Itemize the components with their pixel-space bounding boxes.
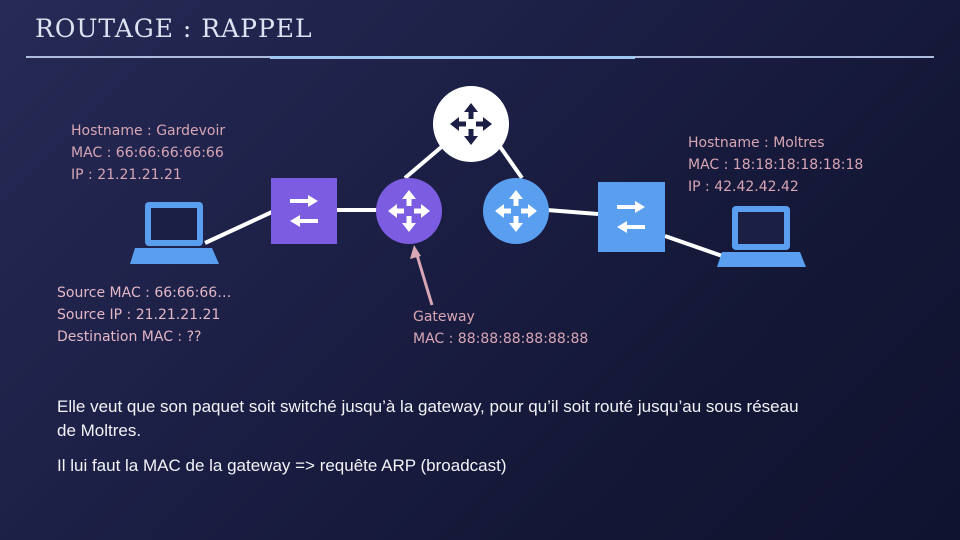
gateway-pointer-arrowhead xyxy=(410,245,421,259)
packet-info: Source MAC : 66:66:66… Source IP : 21.21… xyxy=(57,282,231,348)
laptop-icon xyxy=(717,206,806,267)
gardevoir-hostname: Hostname : Gardevoir xyxy=(71,123,226,139)
title-underline-accent xyxy=(270,56,635,59)
router-icon xyxy=(433,86,509,162)
host-moltres-label: Hostname : Moltres MAC : 18:18:18:18:18:… xyxy=(688,132,863,198)
packet-source-mac: Source MAC : 66:66:66… xyxy=(57,285,232,301)
moltres-hostname: Hostname : Moltres xyxy=(688,135,825,151)
router-icon xyxy=(376,178,442,244)
packet-destination-mac: Destination MAC : ?? xyxy=(57,329,202,345)
gateway-mac: MAC : 88:88:88:88:88:88 xyxy=(413,331,589,347)
moltres-mac: MAC : 18:18:18:18:18:18 xyxy=(688,157,864,173)
moltres-ip: IP : 42.42.42.42 xyxy=(688,179,799,195)
explanation-paragraph: Elle veut que son paquet soit switché ju… xyxy=(57,397,799,440)
switch-icon xyxy=(598,182,665,252)
link-laptop-switch xyxy=(204,210,273,245)
laptop-icon xyxy=(130,202,219,264)
packet-source-ip: Source IP : 21.21.21.21 xyxy=(57,307,221,323)
gateway-title: Gateway xyxy=(413,309,475,325)
arp-request-paragraph: Il lui faut la MAC de la gateway => requ… xyxy=(57,456,507,475)
switch-icon xyxy=(271,178,337,244)
router-icon xyxy=(483,178,549,244)
link-router-switch xyxy=(546,208,599,216)
slide-title: ROUTAGE : RAPPEL xyxy=(35,14,313,43)
gateway-pointer-arrow xyxy=(415,254,434,306)
gateway-label: Gateway MAC : 88:88:88:88:88:88 xyxy=(413,306,588,350)
link-switch-laptop xyxy=(664,234,729,260)
gardevoir-mac: MAC : 66:66:66:66:66 xyxy=(71,145,224,161)
host-gardevoir-label: Hostname : Gardevoir MAC : 66:66:66:66:6… xyxy=(71,120,225,186)
gardevoir-ip: IP : 21.21.21.21 xyxy=(71,167,182,183)
